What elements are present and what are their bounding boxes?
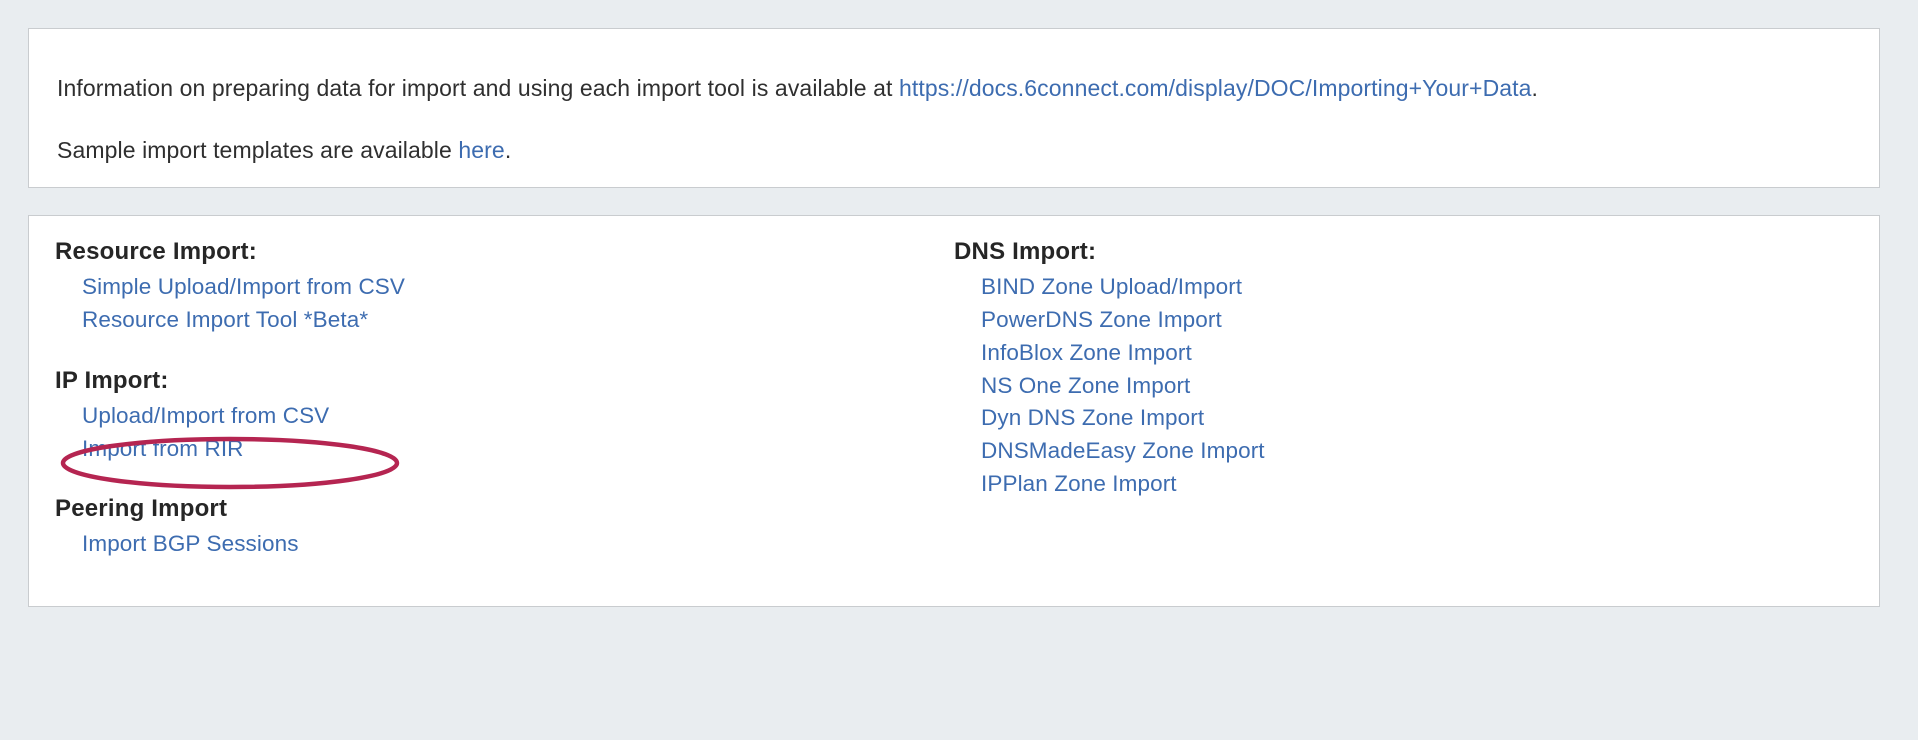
link-import-bgp-sessions[interactable]: Import BGP Sessions — [82, 531, 299, 557]
list-item: NS One Zone Import — [981, 370, 1854, 403]
list-item: Import BGP Sessions — [82, 528, 954, 561]
link-infoblox-zone-import[interactable]: InfoBlox Zone Import — [981, 339, 1192, 365]
group-links-ip-import: Upload/Import from CSV Import from RIR — [55, 400, 954, 466]
link-bind-zone-upload-import[interactable]: BIND Zone Upload/Import — [981, 274, 1243, 299]
list-item: BIND Zone Upload/Import — [981, 271, 1854, 304]
left-column: Resource Import: Simple Upload/Import fr… — [29, 238, 954, 561]
list-item: Resource Import Tool *Beta* — [82, 304, 954, 337]
import-columns: Resource Import: Simple Upload/Import fr… — [29, 216, 1879, 561]
list-item: DNSMadeEasy Zone Import — [981, 435, 1854, 468]
info-panel: Information on preparing data for import… — [28, 28, 1880, 188]
info-line-templates-prefix: Sample import templates are available — [57, 136, 459, 163]
info-line-docs-suffix: . — [1531, 75, 1539, 101]
group-title-ip-import: IP Import: — [55, 366, 169, 394]
list-item: Upload/Import from CSV — [82, 400, 954, 433]
group-links-peering-import: Import BGP Sessions — [55, 528, 954, 561]
panel-spacer — [28, 188, 1880, 215]
group-links-resource-import: Simple Upload/Import from CSV Resource I… — [55, 271, 954, 337]
list-item: Simple Upload/Import from CSV — [82, 271, 954, 304]
group-title-dns-import: DNS Import: — [954, 238, 1097, 265]
list-item: IPPlan Zone Import — [981, 468, 1854, 501]
link-import-from-rir[interactable]: Import from RIR — [82, 435, 244, 461]
group-peering-import: Peering Import Import BGP Sessions — [55, 495, 954, 561]
group-resource-import: Resource Import: Simple Upload/Import fr… — [55, 238, 954, 337]
group-title-peering-import: Peering Import — [55, 495, 228, 523]
link-upload-import-from-csv[interactable]: Upload/Import from CSV — [82, 402, 330, 428]
group-title-resource-import: Resource Import: — [55, 238, 257, 265]
list-item: Dyn DNS Zone Import — [981, 402, 1854, 435]
right-column: DNS Import: BIND Zone Upload/Import Powe… — [954, 238, 1854, 561]
info-line-templates: Sample import templates are available he… — [57, 103, 1851, 165]
list-item: PowerDNS Zone Import — [981, 304, 1854, 337]
info-line-docs-prefix: Information on preparing data for import… — [57, 75, 899, 101]
link-resource-import-tool-beta[interactable]: Resource Import Tool *Beta* — [82, 306, 369, 332]
link-ipplan-zone-import[interactable]: IPPlan Zone Import — [981, 471, 1177, 497]
group-links-dns-import: BIND Zone Upload/Import PowerDNS Zone Im… — [954, 271, 1854, 501]
info-line-templates-suffix: . — [504, 136, 512, 163]
import-tools-panel: Resource Import: Simple Upload/Import fr… — [28, 215, 1880, 607]
list-item: Import from RIR — [82, 433, 954, 466]
group-dns-import: DNS Import: BIND Zone Upload/Import Powe… — [954, 238, 1854, 501]
link-powerdns-zone-import[interactable]: PowerDNS Zone Import — [981, 306, 1222, 332]
link-ns-one-zone-import[interactable]: NS One Zone Import — [981, 372, 1191, 398]
info-line-docs: Information on preparing data for import… — [57, 57, 1851, 103]
link-dyn-dns-zone-import[interactable]: Dyn DNS Zone Import — [981, 405, 1205, 431]
list-item: InfoBlox Zone Import — [981, 337, 1854, 370]
link-dnsmadeeasy-zone-import[interactable]: DNSMadeEasy Zone Import — [981, 438, 1265, 464]
link-simple-upload-import-from-csv[interactable]: Simple Upload/Import from CSV — [82, 274, 406, 299]
templates-here-link[interactable]: here — [458, 136, 505, 163]
documentation-link[interactable]: https://docs.6connect.com/display/DOC/Im… — [898, 75, 1532, 101]
group-ip-import: IP Import: Upload/Import from CSV Import… — [55, 367, 954, 466]
